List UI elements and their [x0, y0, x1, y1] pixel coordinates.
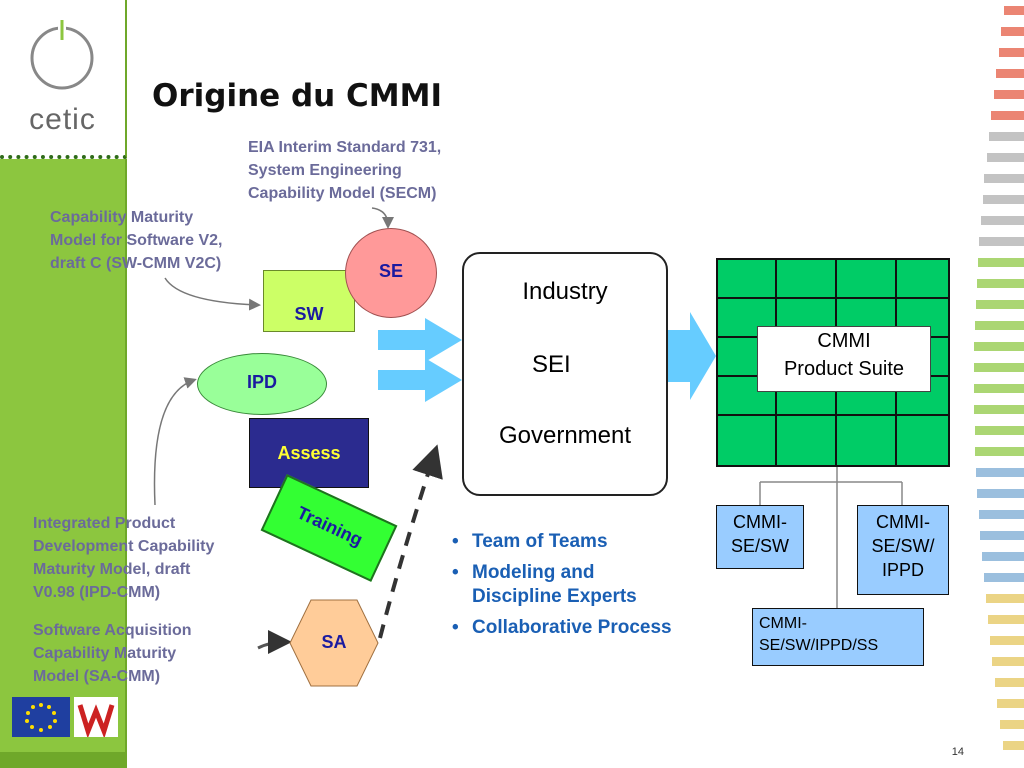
decorative-stripe: [996, 69, 1024, 78]
logo-area: [0, 0, 127, 159]
decorative-stripe: [990, 636, 1024, 645]
sa-label: SA: [321, 632, 347, 652]
decorative-stripe: [974, 384, 1024, 393]
cmmi-se-sw-ippd-box: CMMI-SE/SW/IPPD: [857, 505, 949, 595]
sidebar-footer-strip: [0, 752, 125, 768]
sei-label: SEI: [532, 351, 571, 378]
se-circle: SE: [345, 228, 437, 318]
logo-text: cetic: [29, 103, 96, 136]
decorative-stripe: [976, 300, 1024, 309]
decorative-stripe: [981, 216, 1024, 225]
cetic-logo-icon: [30, 18, 94, 90]
arrow-lower-icon: [378, 358, 462, 402]
decorative-stripe: [980, 531, 1024, 540]
decorative-stripes: [974, 6, 1024, 750]
decorative-stripe: [1004, 6, 1024, 15]
industry-label: Industry: [522, 278, 608, 305]
decorative-stripe: [975, 447, 1024, 456]
decorative-stripe: [975, 426, 1024, 435]
decorative-stripe: [991, 111, 1024, 120]
decorative-stripe: [979, 510, 1024, 519]
ipd-label: IPD: [246, 372, 277, 392]
sw-box: SW: [263, 270, 355, 332]
decorative-stripe: [977, 279, 1024, 288]
decorative-stripe: [976, 468, 1024, 477]
decorative-stripe: [997, 699, 1024, 708]
ipd-oval: IPD: [197, 353, 327, 415]
secm-connector: [371, 207, 394, 229]
ipdcmm-connector: [153, 377, 197, 506]
secm-note: EIA Interim Standard 731,System Engineer…: [248, 139, 442, 202]
sacmm-connector: [257, 630, 292, 655]
sw-label: SW: [294, 304, 324, 324]
slide-title: Origine du CMMI: [152, 78, 443, 114]
eu-flag-icon: [12, 697, 70, 737]
decorative-stripe: [977, 489, 1024, 498]
decorative-stripe: [999, 48, 1024, 57]
decorative-stripe: [992, 657, 1024, 666]
decorative-stripe: [984, 174, 1024, 183]
sa-hexagon: [289, 599, 379, 687]
se-label: SE: [378, 261, 403, 281]
decorative-stripe: [975, 321, 1024, 330]
decorative-stripe: [986, 594, 1024, 603]
page-number: 14: [951, 746, 964, 758]
decorative-stripe: [974, 363, 1024, 372]
decorative-stripe: [1000, 720, 1024, 729]
arrow-big-icon: [668, 312, 716, 400]
bullet-item: Team of Teams: [450, 530, 672, 554]
cmmi-se-sw-ippd-ss-box: CMMI-SE/SW/IPPD/SS: [752, 608, 924, 666]
cmmi-se-sw-box: CMMI-SE/SW: [716, 505, 804, 569]
assess-box: Assess: [249, 418, 369, 488]
government-label: Government: [498, 422, 632, 449]
decorative-stripe: [1001, 27, 1024, 36]
swcmm-connector: [164, 277, 261, 311]
decorative-stripe: [983, 195, 1024, 204]
walloon-logo-icon: [74, 697, 118, 739]
stakeholder-box: Industry SEI Government: [462, 252, 668, 496]
decorative-stripe: [974, 405, 1024, 414]
assess-label: Assess: [277, 443, 341, 463]
decorative-stripe: [995, 678, 1024, 687]
decorative-stripe: [984, 573, 1024, 582]
decorative-stripe: [994, 90, 1024, 99]
decorative-stripe: [989, 132, 1024, 141]
decorative-stripe: [978, 258, 1024, 267]
decorative-stripe: [1003, 741, 1024, 750]
arrow-upper-icon: [378, 318, 462, 362]
decorative-stripe: [974, 342, 1024, 351]
decorative-stripe: [987, 153, 1024, 162]
decorative-stripe: [988, 615, 1024, 624]
decorative-stripe: [979, 237, 1024, 246]
bullet-item: Collaborative Process: [450, 616, 672, 640]
decorative-stripe: [982, 552, 1024, 561]
